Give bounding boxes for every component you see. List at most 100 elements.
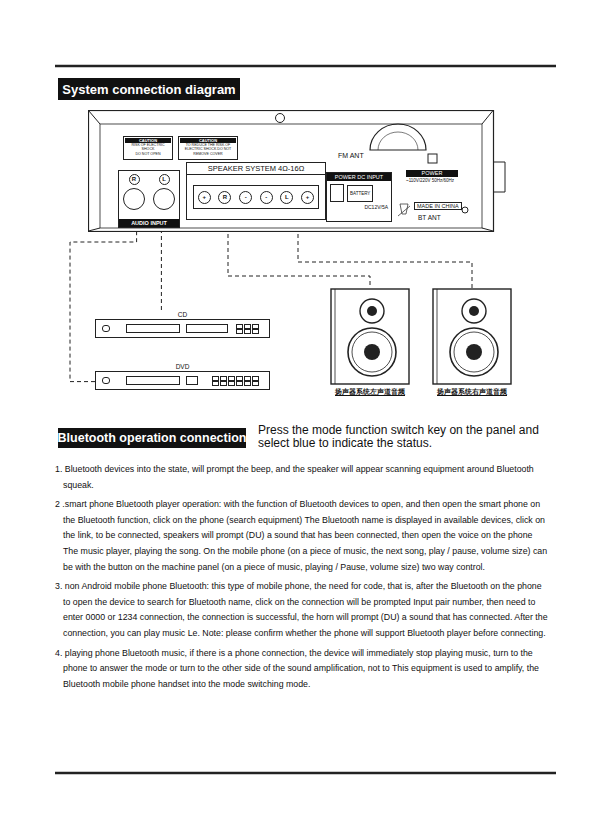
power-node: POWER~110V/220V 50Hz/60Hz	[406, 170, 458, 196]
battery-block: BATTERY	[327, 181, 391, 202]
disc-tray	[126, 324, 180, 333]
origin-label: MADE IN CHINA	[414, 202, 462, 210]
band-node: System connection diagram	[58, 78, 240, 100]
fm-antenna	[370, 124, 426, 150]
terminal: L	[280, 191, 293, 204]
device-label: CD	[95, 310, 270, 319]
drawing-part	[482, 228, 493, 231]
bt-antenna-hole	[462, 207, 468, 213]
speaker-label: 扬声器系统右声道音频	[432, 385, 512, 397]
drawing-part	[89, 111, 494, 232]
device-button	[252, 381, 259, 386]
panel-node: FM ANT BT ANT MADE IN CHINA R L AUDIO INPUT CA…	[88, 110, 506, 232]
tweeter	[360, 299, 384, 323]
audio-input-label: AUDIO INPUT	[119, 219, 179, 227]
band-node: Bluetooth operation connection	[58, 428, 246, 448]
terminal: +	[198, 191, 211, 204]
jack-letter: L	[159, 174, 170, 185]
instruction-step: 1. Bluetooth devices into the state, wil…	[55, 462, 549, 493]
device-display	[186, 376, 198, 385]
device-display	[186, 324, 228, 333]
recycle-bin-icon	[398, 204, 410, 216]
fm-ant-label: FM ANT	[338, 152, 364, 159]
drawing-part	[469, 306, 479, 316]
woofer	[348, 328, 396, 376]
band-title: Bluetooth operation connection	[58, 431, 247, 445]
bt-ant-label: BT ANT	[418, 214, 441, 221]
drawing-part	[493, 162, 505, 192]
band-title: System connection diagram	[62, 82, 235, 97]
caution-node: CAUTIONTO REDUCE THE RISK OF ELECTRIC SH…	[178, 136, 238, 160]
caution-text: TO REDUCE THE RISK OF ELECTRIC SHOCK DO …	[180, 143, 236, 156]
terminal: -	[239, 191, 252, 204]
drawing-part	[466, 344, 482, 360]
drawing-part	[100, 124, 482, 228]
device-button	[212, 381, 219, 386]
speaker-cabinet	[330, 288, 410, 385]
jack: L	[153, 174, 175, 210]
drawing-part	[367, 306, 377, 316]
top-rule	[55, 65, 556, 68]
terminal-strip: +R--L+	[193, 185, 319, 209]
drawing-part	[482, 111, 493, 125]
terminal: -	[260, 191, 273, 204]
drawing-part	[276, 114, 285, 123]
dashed-cable	[161, 228, 162, 310]
cabinet-node: 扬声器系统左声道音频	[330, 288, 410, 397]
device-button	[236, 329, 243, 334]
power-rating: ~110V/220V 50Hz/60Hz	[406, 177, 458, 184]
tweeter	[462, 299, 486, 323]
drawing-part	[433, 289, 511, 384]
woofer	[450, 328, 498, 376]
power-switch	[428, 154, 437, 163]
terminal: R	[218, 191, 231, 204]
terminal: +	[301, 191, 314, 204]
drawing-part	[352, 332, 392, 372]
device-button	[244, 381, 251, 386]
dc-rating: DC12V/5A	[327, 202, 391, 210]
drawing-part	[89, 111, 101, 125]
device-button	[220, 381, 227, 386]
device-front	[95, 319, 270, 338]
speaker-cabinet	[432, 288, 512, 385]
power-title: POWER	[406, 170, 458, 177]
instruction-note: Press the mode function switch key on th…	[258, 424, 558, 450]
cabinet-node: 扬声器系统右声道音频	[432, 288, 512, 397]
jack-letter: R	[129, 174, 140, 185]
drawing-part	[454, 332, 494, 372]
drawing-part	[378, 132, 418, 150]
caution-node: CAUTIONRISK OF ELECTRIC SHOCKDO NOT OPEN	[123, 136, 173, 160]
caution-text: DO NOT OPEN	[125, 152, 171, 156]
speakerbox-node: SPEAKER SYSTEM 4Ω-16Ω+R--L+	[186, 162, 326, 220]
drawing-part	[437, 289, 438, 384]
instruction-step: 4. playing phone Bluetooth music, if the…	[55, 646, 549, 693]
device-button	[252, 329, 259, 334]
dc-node: POWER DC INPUTBATTERYDC12V/5A	[326, 172, 392, 222]
device-led	[102, 325, 110, 332]
instructions: 1. Bluetooth devices into the state, wil…	[55, 462, 549, 696]
rca-jack	[123, 188, 145, 210]
drawing-part	[364, 344, 380, 360]
jack: R	[123, 174, 145, 210]
dc-socket	[330, 184, 344, 202]
audio-node: R L AUDIO INPUT	[118, 170, 180, 228]
dashed-cable	[70, 228, 137, 382]
caution-head: CAUTION	[125, 138, 171, 143]
device-led	[102, 377, 110, 384]
disc-tray	[126, 376, 180, 385]
device-button	[244, 329, 251, 334]
instruction-step: 2 .smart phone Bluetooth player operatio…	[55, 497, 549, 575]
drawing-part	[331, 289, 409, 384]
device-node: CD	[95, 310, 270, 338]
caution-head: CAUTION	[180, 138, 236, 143]
instruction-step: 3. non Android mobile phone Bluetooth: t…	[55, 579, 549, 641]
caution-text: RISK OF ELECTRIC SHOCK	[125, 143, 171, 152]
device-button	[228, 381, 235, 386]
device-node: DVD	[95, 362, 270, 390]
drawing-part	[89, 228, 101, 231]
device-label: DVD	[95, 362, 270, 371]
speaker-box-title: SPEAKER SYSTEM 4Ω-16Ω	[187, 163, 325, 175]
dc-input-title: POWER DC INPUT	[327, 173, 391, 181]
rca-jack	[153, 188, 175, 210]
